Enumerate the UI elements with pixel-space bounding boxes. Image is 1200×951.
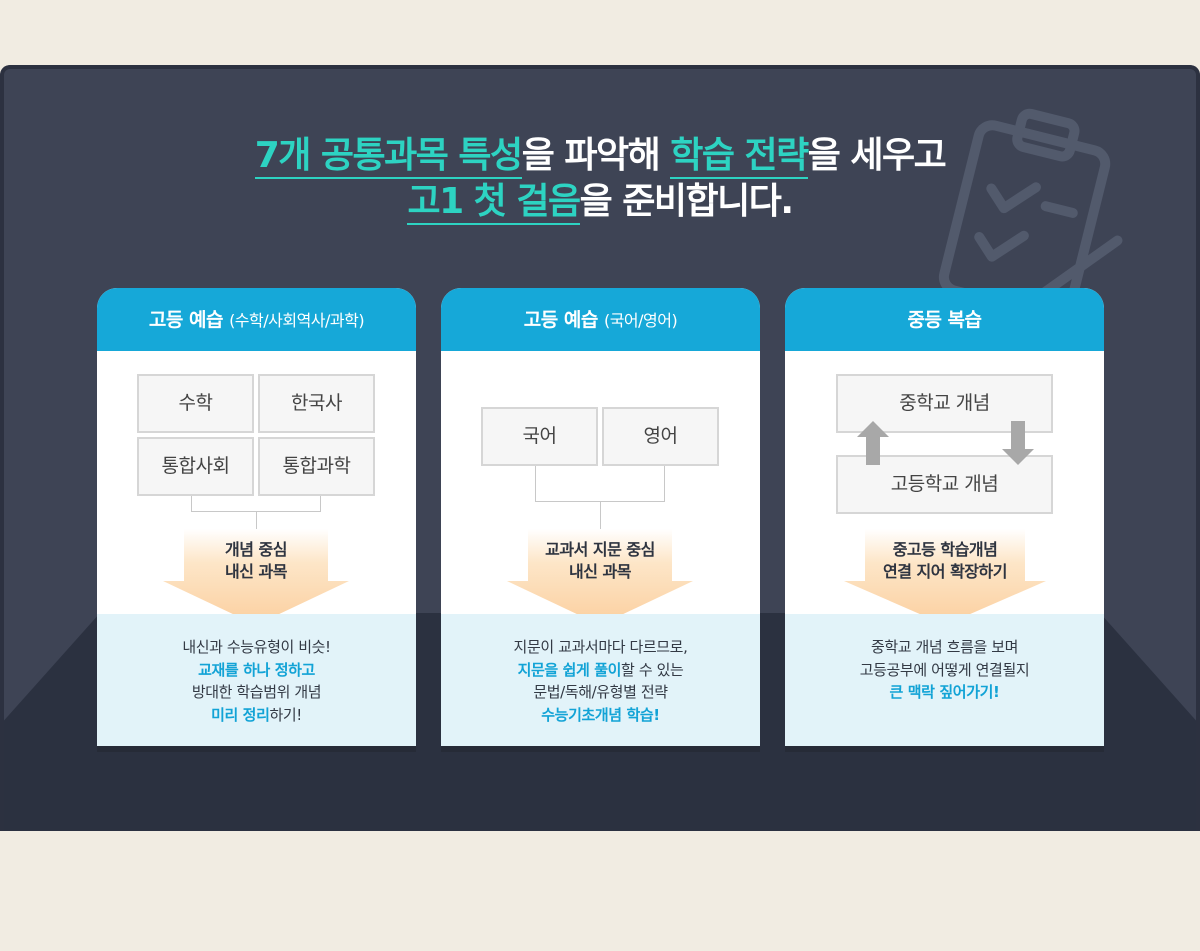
headline-text: 을 세우고	[807, 135, 947, 176]
footer-text: 문법/독해/유형별 전략	[533, 683, 668, 701]
footer-line: 내신과 수능유형이 비슷!	[97, 636, 416, 659]
panel-frame	[0, 65, 1200, 831]
footer-emphasis: 수능기초개념 학습!	[541, 705, 660, 724]
subject-box: 국어	[481, 407, 598, 466]
card-header: 중등 복습	[785, 288, 1104, 351]
down-arrow-shape	[163, 529, 349, 625]
headline-highlight: 7개 공통과목 특성	[254, 135, 523, 179]
connector-line	[191, 496, 321, 512]
main-panel: 7개 공통과목 특성을 파악해 학습 전략을 세우고 고1 첫 걸음을 준비합니…	[0, 65, 1200, 831]
footer-emphasis: 큰 맥락 짚어가기!	[889, 683, 1000, 701]
headline: 7개 공통과목 특성을 파악해 학습 전략을 세우고 고1 첫 걸음을 준비합니…	[0, 133, 1200, 225]
card-diagram: 수학 한국사 통합사회 통합과학 개념 중심 내신 과목	[97, 351, 416, 625]
arrow-label-line: 교과서 지문 중심	[545, 540, 655, 559]
card-header: 고등 예습 (수학/사회역사/과학)	[97, 288, 416, 351]
card-diagram: 중학교 개념 고등학교 개념 중고등 학습개념 연결 지어 확장하기	[785, 351, 1104, 625]
connector-line	[256, 512, 257, 534]
footer-line: 수능기초개념 학습!	[441, 704, 760, 727]
footer-line: 교재를 하나 정하고	[97, 659, 416, 682]
footer-line: 방대한 학습범위 개념	[97, 681, 416, 704]
footer-emphasis: 교재를 하나 정하고	[198, 660, 315, 679]
subject-box: 영어	[602, 407, 719, 466]
footer-line: 지문이 교과서마다 다르므로,	[441, 636, 760, 659]
footer-line: 중학교 개념 흐름을 보며	[785, 636, 1104, 659]
footer-line: 미리 정리하기!	[97, 704, 416, 727]
footer-emphasis: 지문을 쉽게 풀이	[517, 660, 622, 679]
card-diagram: 국어 영어 교과서 지문 중심 내신 과목	[441, 351, 760, 625]
down-arrow-shape	[844, 529, 1046, 625]
arrow-label-line: 중고등 학습개념	[892, 540, 998, 559]
arrow-label: 중고등 학습개념 연결 지어 확장하기	[842, 539, 1048, 583]
arrow-label-line: 연결 지어 확장하기	[883, 562, 1007, 581]
connector-line	[535, 466, 665, 502]
arrow-label-line: 내신 과목	[569, 562, 631, 581]
headline-text: 을 준비합니다.	[579, 181, 794, 222]
arrow-label: 교과서 지문 중심 내신 과목	[505, 539, 695, 583]
footer-text: 중학교 개념 흐름을 보며	[870, 638, 1019, 656]
headline-highlight: 고1 첫 걸음	[407, 181, 581, 225]
footer-line: 문법/독해/유형별 전략	[441, 681, 760, 704]
card-middle-school-review: 중등 복습 중학교 개념 고등학교 개념 중고등 학습개념 연결 지어 확장하기…	[785, 288, 1104, 746]
connector-line	[600, 502, 601, 534]
card-title: 고등 예습	[148, 309, 224, 331]
arrow-label-line: 내신 과목	[225, 562, 287, 581]
subject-box: 수학	[137, 374, 254, 433]
headline-text: 을 파악해	[521, 135, 671, 176]
headline-line-2: 고1 첫 걸음을 준비합니다.	[0, 179, 1200, 225]
card-title: 중등 복습	[907, 309, 982, 331]
footer-line: 지문을 쉽게 풀이할 수 있는	[441, 659, 760, 682]
footer-text: 할 수 있는	[621, 660, 684, 679]
card-subtitle: (국어/영어)	[603, 311, 678, 330]
subject-box: 통합과학	[258, 437, 375, 496]
footer-text: 지문이 교과서마다 다르므로,	[513, 638, 688, 656]
card-header: 고등 예습 (국어/영어)	[441, 288, 760, 351]
arrow-label-line: 개념 중심	[225, 540, 287, 559]
footer-line: 큰 맥락 짚어가기!	[785, 681, 1104, 704]
card-high-school-preview-math: 고등 예습 (수학/사회역사/과학) 수학 한국사 통합사회 통합과학 개념 중…	[97, 288, 416, 746]
footer-text: 방대한 학습범위 개념	[191, 683, 322, 701]
footer-emphasis: 미리 정리	[211, 705, 270, 724]
headline-highlight: 학습 전략	[670, 135, 809, 179]
arrow-label: 개념 중심 내신 과목	[161, 539, 351, 583]
arrow-up-icon	[857, 421, 889, 465]
subject-box: 통합사회	[137, 437, 254, 496]
footer-text: 내신과 수능유형이 비슷!	[182, 638, 331, 656]
card-high-school-preview-language: 고등 예습 (국어/영어) 국어 영어 교과서 지문 중심 내신 과목 지문이 …	[441, 288, 760, 746]
card-subtitle: (수학/사회역사/과학)	[229, 311, 365, 330]
arrow-down-icon	[1002, 421, 1034, 465]
concept-box-high-school: 고등학교 개념	[836, 455, 1053, 514]
down-arrow-shape	[507, 529, 693, 625]
subject-box: 한국사	[258, 374, 375, 433]
card-title: 고등 예습	[523, 309, 599, 331]
headline-line-1: 7개 공통과목 특성을 파악해 학습 전략을 세우고	[0, 133, 1200, 179]
footer-text: 하기!	[269, 705, 303, 724]
footer-line: 고등공부에 어떻게 연결될지	[785, 659, 1104, 682]
footer-text: 고등공부에 어떻게 연결될지	[859, 660, 1030, 679]
